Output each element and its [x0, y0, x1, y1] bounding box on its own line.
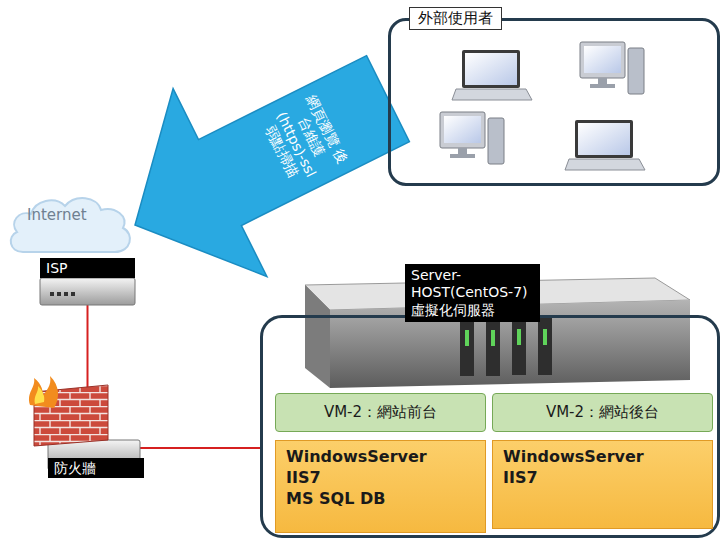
user-group-box: 外部使用者: [388, 18, 720, 186]
vm-label: VM-2：網站前台: [318, 403, 443, 422]
traffic-arrow: [135, 56, 409, 277]
os-label: MS SQL DB: [286, 489, 475, 510]
cloud-label: Internet: [27, 206, 87, 224]
server-heading: Server-HOST(CentOS-7) 虛擬化伺服器: [405, 264, 540, 323]
os-box: WindowsServerIIS7MS SQL DB: [275, 440, 486, 533]
os-label: IIS7: [286, 468, 475, 489]
edge-label: 網頁瀏覽 後台維護 (https)-ssl 弱點掃描: [257, 92, 351, 190]
group-heading: 外部使用者: [409, 7, 502, 30]
os-label: WindowsServer: [286, 447, 475, 468]
internet-cloud: Internet: [5, 190, 135, 260]
isp-device: ISP: [40, 258, 135, 305]
server-host-box: Server-HOST(CentOS-7) 虛擬化伺服器VM-2：網站前台VM-…: [260, 315, 720, 538]
device-label: ISP: [40, 258, 135, 278]
firewall-icon: [29, 376, 140, 470]
firewall-device: 防火牆: [48, 440, 140, 478]
os-label: IIS7: [503, 468, 702, 489]
cloud-outline: [5, 190, 135, 260]
vm-box: VM-2：網站後台: [492, 393, 713, 432]
device-label: 防火牆: [48, 458, 144, 478]
network-link: [140, 447, 260, 449]
vm-label: VM-2：網站後台: [540, 403, 665, 422]
os-label: WindowsServer: [503, 447, 702, 468]
os-box: WindowsServerIIS7: [492, 440, 713, 529]
isp-hardware: [40, 278, 135, 305]
vm-box: VM-2：網站前台: [275, 393, 486, 432]
